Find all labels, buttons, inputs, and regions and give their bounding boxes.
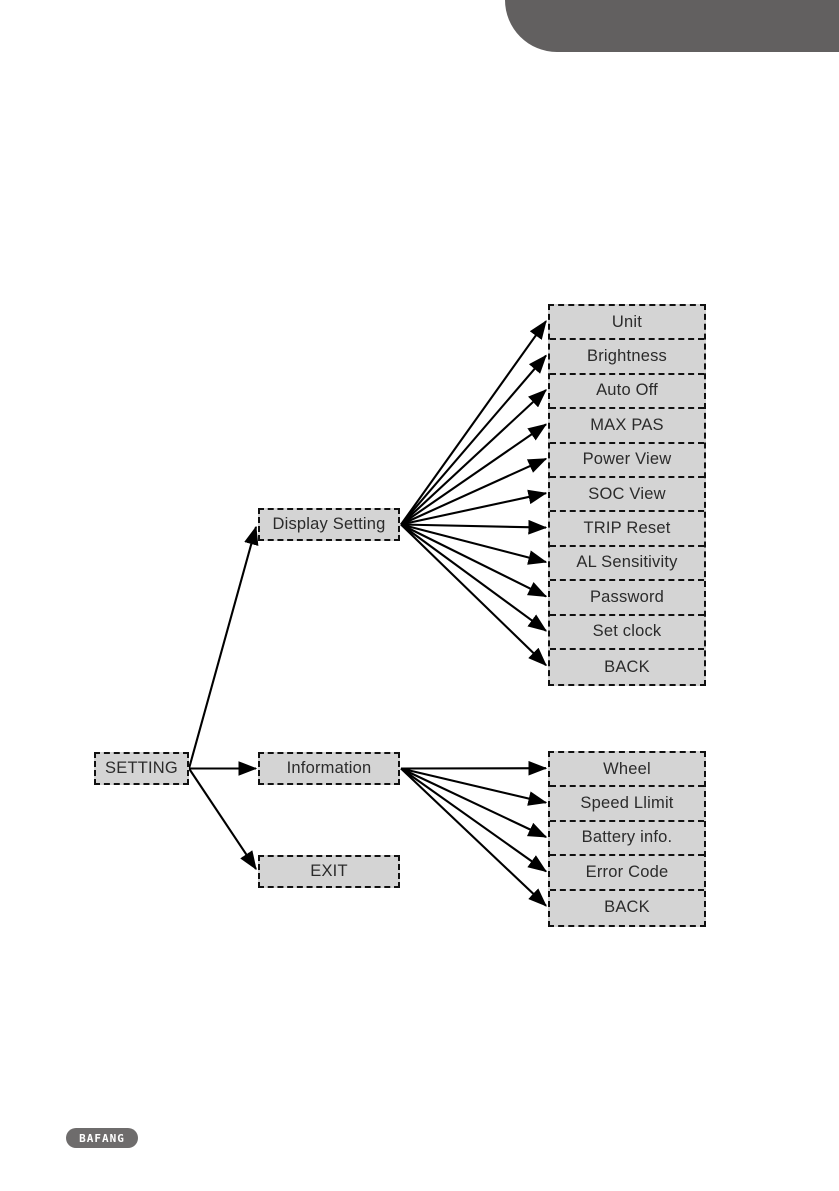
bafang-logo: BAFANG — [66, 1128, 138, 1148]
display-setting-menu-item-label: MAX PAS — [590, 415, 664, 434]
arrow-information-to-item-2 — [400, 767, 548, 838]
node-information[interactable]: Information — [258, 752, 400, 785]
display-setting-menu-item-label: BACK — [604, 657, 650, 676]
display-setting-menu-item[interactable]: TRIP Reset — [550, 512, 704, 547]
information-menu-item[interactable]: Speed Llimit — [550, 787, 704, 822]
display-setting-menu-item-label: SOC View — [588, 484, 666, 503]
node-exit[interactable]: EXIT — [258, 855, 400, 888]
display-setting-menu-item-label: Unit — [611, 312, 643, 331]
arrow-display-setting-to-item-0 — [400, 320, 547, 526]
node-display-setting-label: Display Setting — [272, 515, 386, 533]
information-menu-item-label: Battery info. — [581, 828, 673, 847]
arrow-information-to-item-1 — [400, 767, 548, 806]
arrow-display-setting-to-item-5 — [400, 489, 548, 526]
display-setting-menu-item-label: Auto Off — [596, 381, 658, 400]
display-setting-menu-item-label: TRIP Reset — [583, 519, 671, 538]
arrow-display-setting-to-item-8 — [400, 523, 548, 598]
information-menu-item[interactable]: Battery info. — [550, 822, 704, 857]
arrow-information-to-item-3 — [400, 767, 548, 873]
node-information-label: Information — [286, 759, 372, 777]
display-setting-menu-item-label: Brightness — [587, 347, 667, 366]
arrow-setting-to-display-setting — [187, 525, 259, 769]
information-menu-item-label: Speed Llimit — [580, 794, 674, 813]
display-setting-menu-item[interactable]: Auto Off — [550, 375, 704, 410]
arrow-information-to-item-4 — [400, 767, 547, 907]
information-menu-item[interactable]: Error Code — [550, 856, 704, 891]
display-setting-menu-item[interactable]: AL Sensitivity — [550, 547, 704, 582]
information-menu-item[interactable]: BACK — [550, 891, 704, 925]
arrow-display-setting-to-item-7 — [400, 523, 548, 565]
arrow-display-setting-to-item-9 — [400, 523, 548, 632]
display-setting-menu-item[interactable]: Brightness — [550, 340, 704, 375]
information-menu-item-label: Error Code — [585, 862, 669, 881]
node-setting-label: SETTING — [105, 759, 178, 777]
display-setting-menu-item[interactable]: Set clock — [550, 616, 704, 650]
page-header-bar — [505, 0, 839, 52]
display-setting-menu-item[interactable]: SOC View — [550, 478, 704, 513]
information-menu-item-label: Wheel — [603, 759, 651, 778]
node-exit-label: EXIT — [310, 862, 348, 880]
arrow-display-setting-to-item-2 — [400, 389, 547, 526]
node-display-setting[interactable]: Display Setting — [258, 508, 400, 541]
arrow-display-setting-to-item-4 — [400, 457, 548, 526]
display-setting-menu-item-label: AL Sensitivity — [576, 553, 678, 572]
display-setting-menu-item[interactable]: Power View — [550, 444, 704, 478]
arrow-display-setting-to-item-3 — [400, 423, 548, 526]
arrow-display-setting-to-item-6 — [400, 519, 548, 535]
display-setting-menu-item-label: Set clock — [592, 622, 662, 641]
display-setting-menu-item-label: Password — [589, 587, 665, 606]
information-menu-item[interactable]: Wheel — [550, 753, 704, 788]
display-setting-menu-item[interactable]: Unit — [550, 306, 704, 341]
information-menu-item-label: BACK — [604, 898, 650, 917]
display-setting-menu-item[interactable]: Password — [550, 581, 704, 616]
display-setting-menu-item[interactable]: MAX PAS — [550, 409, 704, 444]
arrow-setting-to-exit — [188, 767, 257, 871]
node-setting[interactable]: SETTING — [94, 752, 189, 785]
arrow-display-setting-to-item-1 — [400, 354, 547, 526]
bafang-logo-text: BAFANG — [79, 1131, 125, 1145]
display-setting-menu-item[interactable]: BACK — [550, 650, 704, 684]
arrow-display-setting-to-item-10 — [400, 523, 547, 667]
display-setting-menu-item-label: Power View — [582, 450, 672, 469]
